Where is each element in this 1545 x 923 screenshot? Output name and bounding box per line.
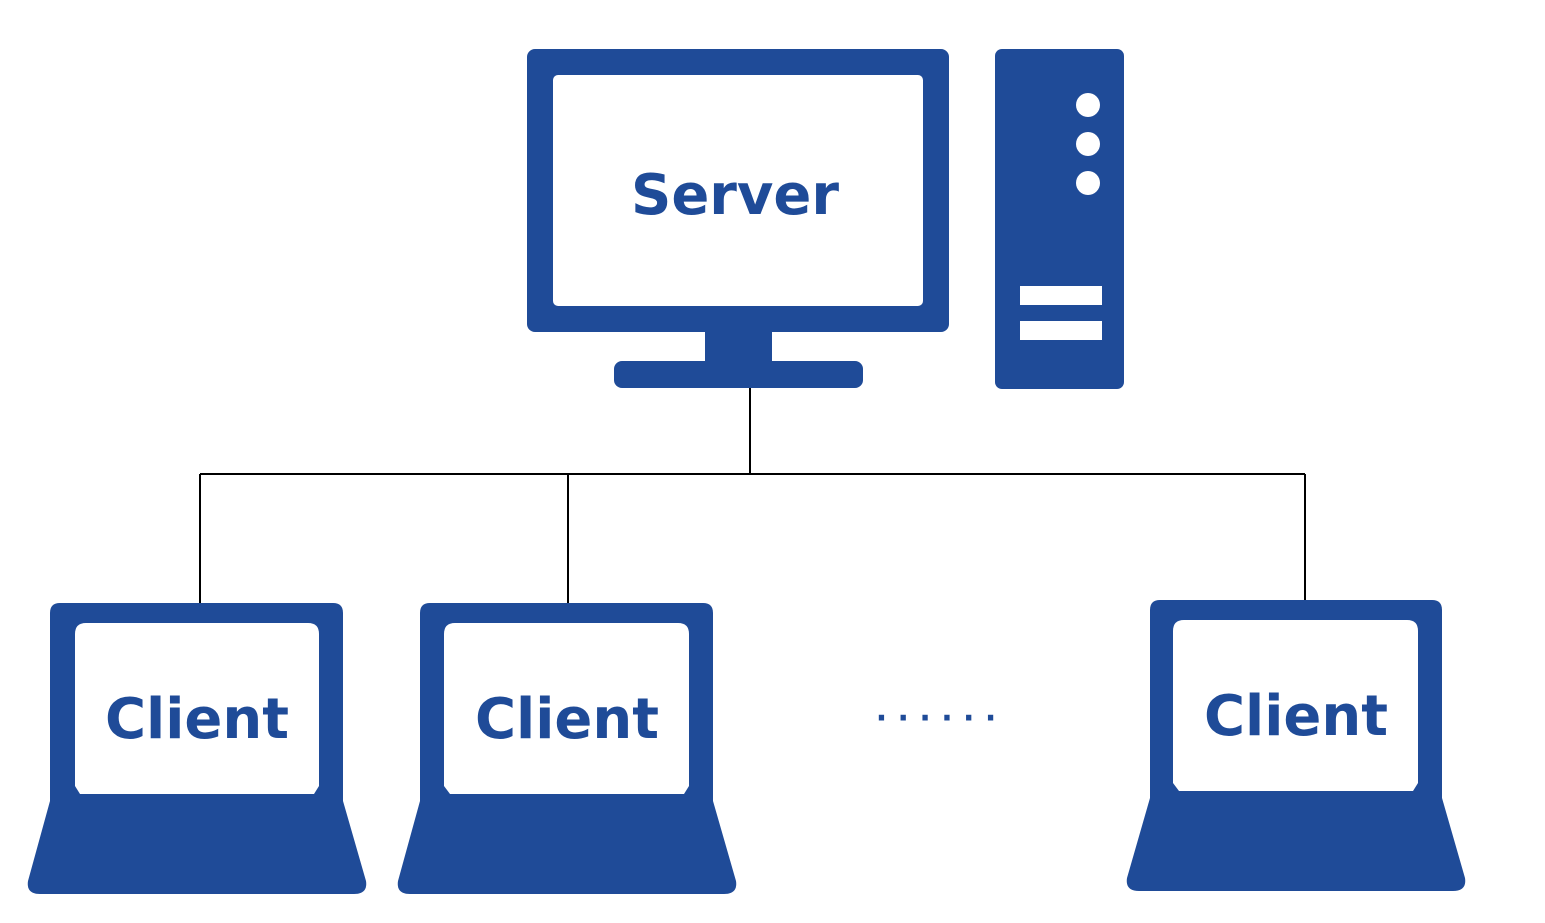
client-3-label: Client bbox=[1204, 684, 1388, 749]
tower-led-3 bbox=[1076, 171, 1100, 195]
laptop-keyboard-base bbox=[27, 801, 367, 894]
laptop-screen bbox=[1173, 620, 1418, 791]
laptop-keyboard-base bbox=[397, 801, 737, 894]
server-label: Server bbox=[631, 163, 839, 228]
tower-drive-bay-1 bbox=[1020, 286, 1102, 305]
connector-lines bbox=[199, 388, 1306, 604]
server-tower-icon bbox=[995, 49, 1124, 389]
client-1-label: Client bbox=[105, 687, 289, 752]
laptop-icon: Client bbox=[1126, 600, 1466, 891]
laptop-screen bbox=[444, 623, 689, 794]
tower-drive-bay-2 bbox=[1020, 321, 1102, 340]
tower-led-1 bbox=[1076, 93, 1100, 117]
laptop-icon: Client bbox=[27, 603, 367, 894]
laptop-icon: Client bbox=[397, 603, 737, 894]
tower-led-2 bbox=[1076, 132, 1100, 156]
monitor-icon: Server bbox=[527, 49, 949, 388]
client-2-label: Client bbox=[475, 687, 659, 752]
laptop-screen bbox=[75, 623, 319, 794]
monitor-neck bbox=[705, 331, 772, 363]
laptop-keyboard-base bbox=[1126, 798, 1466, 891]
monitor-screen bbox=[553, 75, 923, 306]
monitor-base bbox=[614, 361, 863, 388]
more-clients-ellipsis: · · · · · · bbox=[876, 701, 997, 736]
